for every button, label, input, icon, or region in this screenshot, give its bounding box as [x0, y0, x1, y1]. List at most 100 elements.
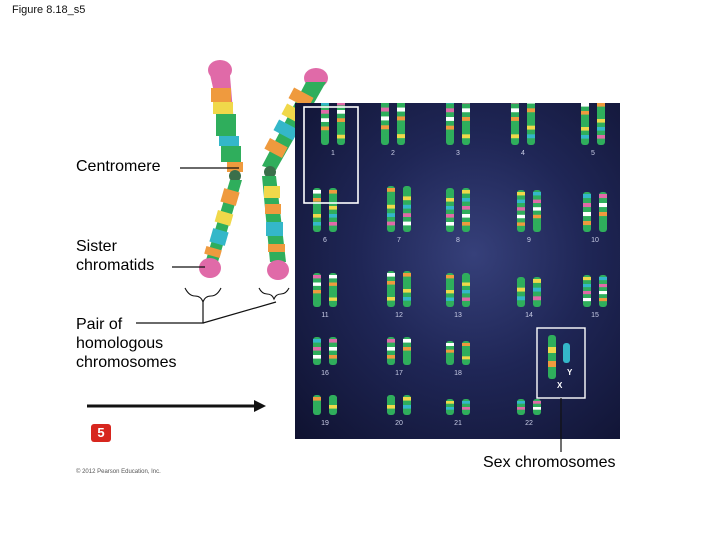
chromosome-band — [511, 103, 519, 104]
chromosome-band — [517, 192, 525, 196]
chromosome-band — [403, 213, 411, 217]
chromosome-band — [337, 126, 345, 131]
chromosome-pair-21 — [446, 399, 470, 415]
chromosome-band — [599, 221, 607, 226]
chromosome-band — [403, 221, 411, 226]
chromosome-band — [381, 125, 389, 130]
chromosome-band — [462, 282, 470, 286]
chromosome-pair-22 — [517, 399, 541, 415]
chromosome-band — [446, 190, 454, 194]
chromosome-band — [599, 277, 607, 281]
chromosome-band — [462, 198, 470, 202]
chromosome-number-19: 19 — [321, 420, 329, 427]
chromosome-band — [462, 117, 470, 121]
chromosome-band — [527, 103, 535, 104]
chromosome-band — [403, 397, 411, 401]
chromosome-band — [533, 401, 541, 404]
chromosome-pair-14 — [517, 277, 541, 307]
chromosome-band — [583, 298, 591, 302]
chromosome-pair-4 — [511, 103, 535, 145]
chromosome-band — [446, 125, 454, 130]
x-chromosome-label: X — [557, 381, 563, 390]
chromosome-band — [599, 203, 607, 208]
chromosome-band — [397, 107, 405, 112]
chromosome-band — [599, 284, 607, 288]
chromosome-band — [387, 281, 395, 285]
chromosome-band — [462, 103, 470, 104]
chromosome-band — [581, 127, 589, 131]
chromosome-band — [381, 107, 389, 112]
chromosome-number-18: 18 — [454, 370, 462, 377]
chromosome-band — [533, 214, 541, 219]
chromosome-band — [313, 190, 321, 194]
chromosome-pair-17 — [387, 337, 411, 365]
chromosome-band — [446, 407, 454, 410]
chromosome-band — [462, 125, 470, 130]
chromosome-pair-6 — [313, 188, 337, 232]
chromosome-band — [403, 204, 411, 209]
chromosome-band — [446, 103, 454, 104]
chromosome-band — [387, 221, 395, 226]
chromosome-band — [329, 282, 337, 286]
x-chromosome — [548, 335, 556, 379]
chromosome-band — [462, 343, 470, 346]
chromosome-band — [403, 405, 411, 409]
y-chromosome — [563, 343, 570, 363]
chromosome-band — [517, 407, 525, 410]
step-badge: 5 — [91, 424, 111, 442]
chromosome-band — [329, 214, 337, 218]
chromosome-band — [387, 347, 395, 351]
chromosome-band — [397, 116, 405, 121]
chromosome-band — [387, 339, 395, 343]
chromosome-band — [329, 405, 337, 409]
chromosome-band — [387, 273, 395, 277]
chromosome-band — [511, 108, 519, 113]
chromosome-band — [313, 275, 321, 279]
chromosome-band — [583, 291, 591, 295]
chromosome-band — [403, 289, 411, 293]
chromosome-band — [597, 103, 605, 107]
chromosome-band — [527, 134, 535, 139]
chromosome-band — [321, 110, 329, 114]
chromosome-1-b — [337, 103, 345, 145]
pair-label-line1: Pair of — [76, 316, 123, 333]
arrow-head-icon — [254, 400, 266, 412]
chromosome-band — [533, 199, 541, 204]
chromosome-band — [517, 199, 525, 204]
chromosome-pair-15 — [583, 275, 607, 307]
chromosome-band — [511, 125, 519, 130]
chromosome-band — [517, 222, 525, 226]
chromosome-number-4: 4 — [521, 150, 525, 157]
chromosome-band — [446, 206, 454, 210]
chromosome-band — [462, 275, 470, 279]
sister-brace-left — [184, 287, 222, 304]
chromosome-band — [533, 192, 541, 196]
chromosome-band — [462, 190, 470, 194]
chromosome-band — [583, 221, 591, 226]
chromosome-pair-19 — [313, 395, 337, 415]
chromosome-band — [313, 206, 321, 210]
chromosome-band — [462, 401, 470, 404]
chromosome-band — [446, 198, 454, 202]
chromosome-band — [462, 290, 470, 294]
chromosome-band — [313, 339, 321, 343]
chromosome-band — [462, 297, 470, 301]
chromosome-band — [517, 207, 525, 211]
pair-label-line2: homologous — [76, 335, 164, 352]
sister-brace-right — [258, 287, 290, 301]
chromosome-band — [517, 279, 525, 283]
chromosome-5-a — [581, 103, 589, 145]
chromosome-band — [583, 203, 591, 208]
chromosome-band — [446, 214, 454, 218]
chromosome-band — [329, 397, 337, 401]
chromosome-band — [313, 214, 321, 218]
chromosome-band — [581, 103, 589, 107]
chromosome-band — [446, 134, 454, 139]
chromosome-number-9: 9 — [527, 237, 531, 244]
chromosome-band — [511, 117, 519, 121]
chromosome-number-21: 21 — [454, 420, 462, 427]
chromosome-band — [329, 206, 337, 210]
homologous-pair-label: Pair of homologous chromosomes — [76, 315, 176, 372]
